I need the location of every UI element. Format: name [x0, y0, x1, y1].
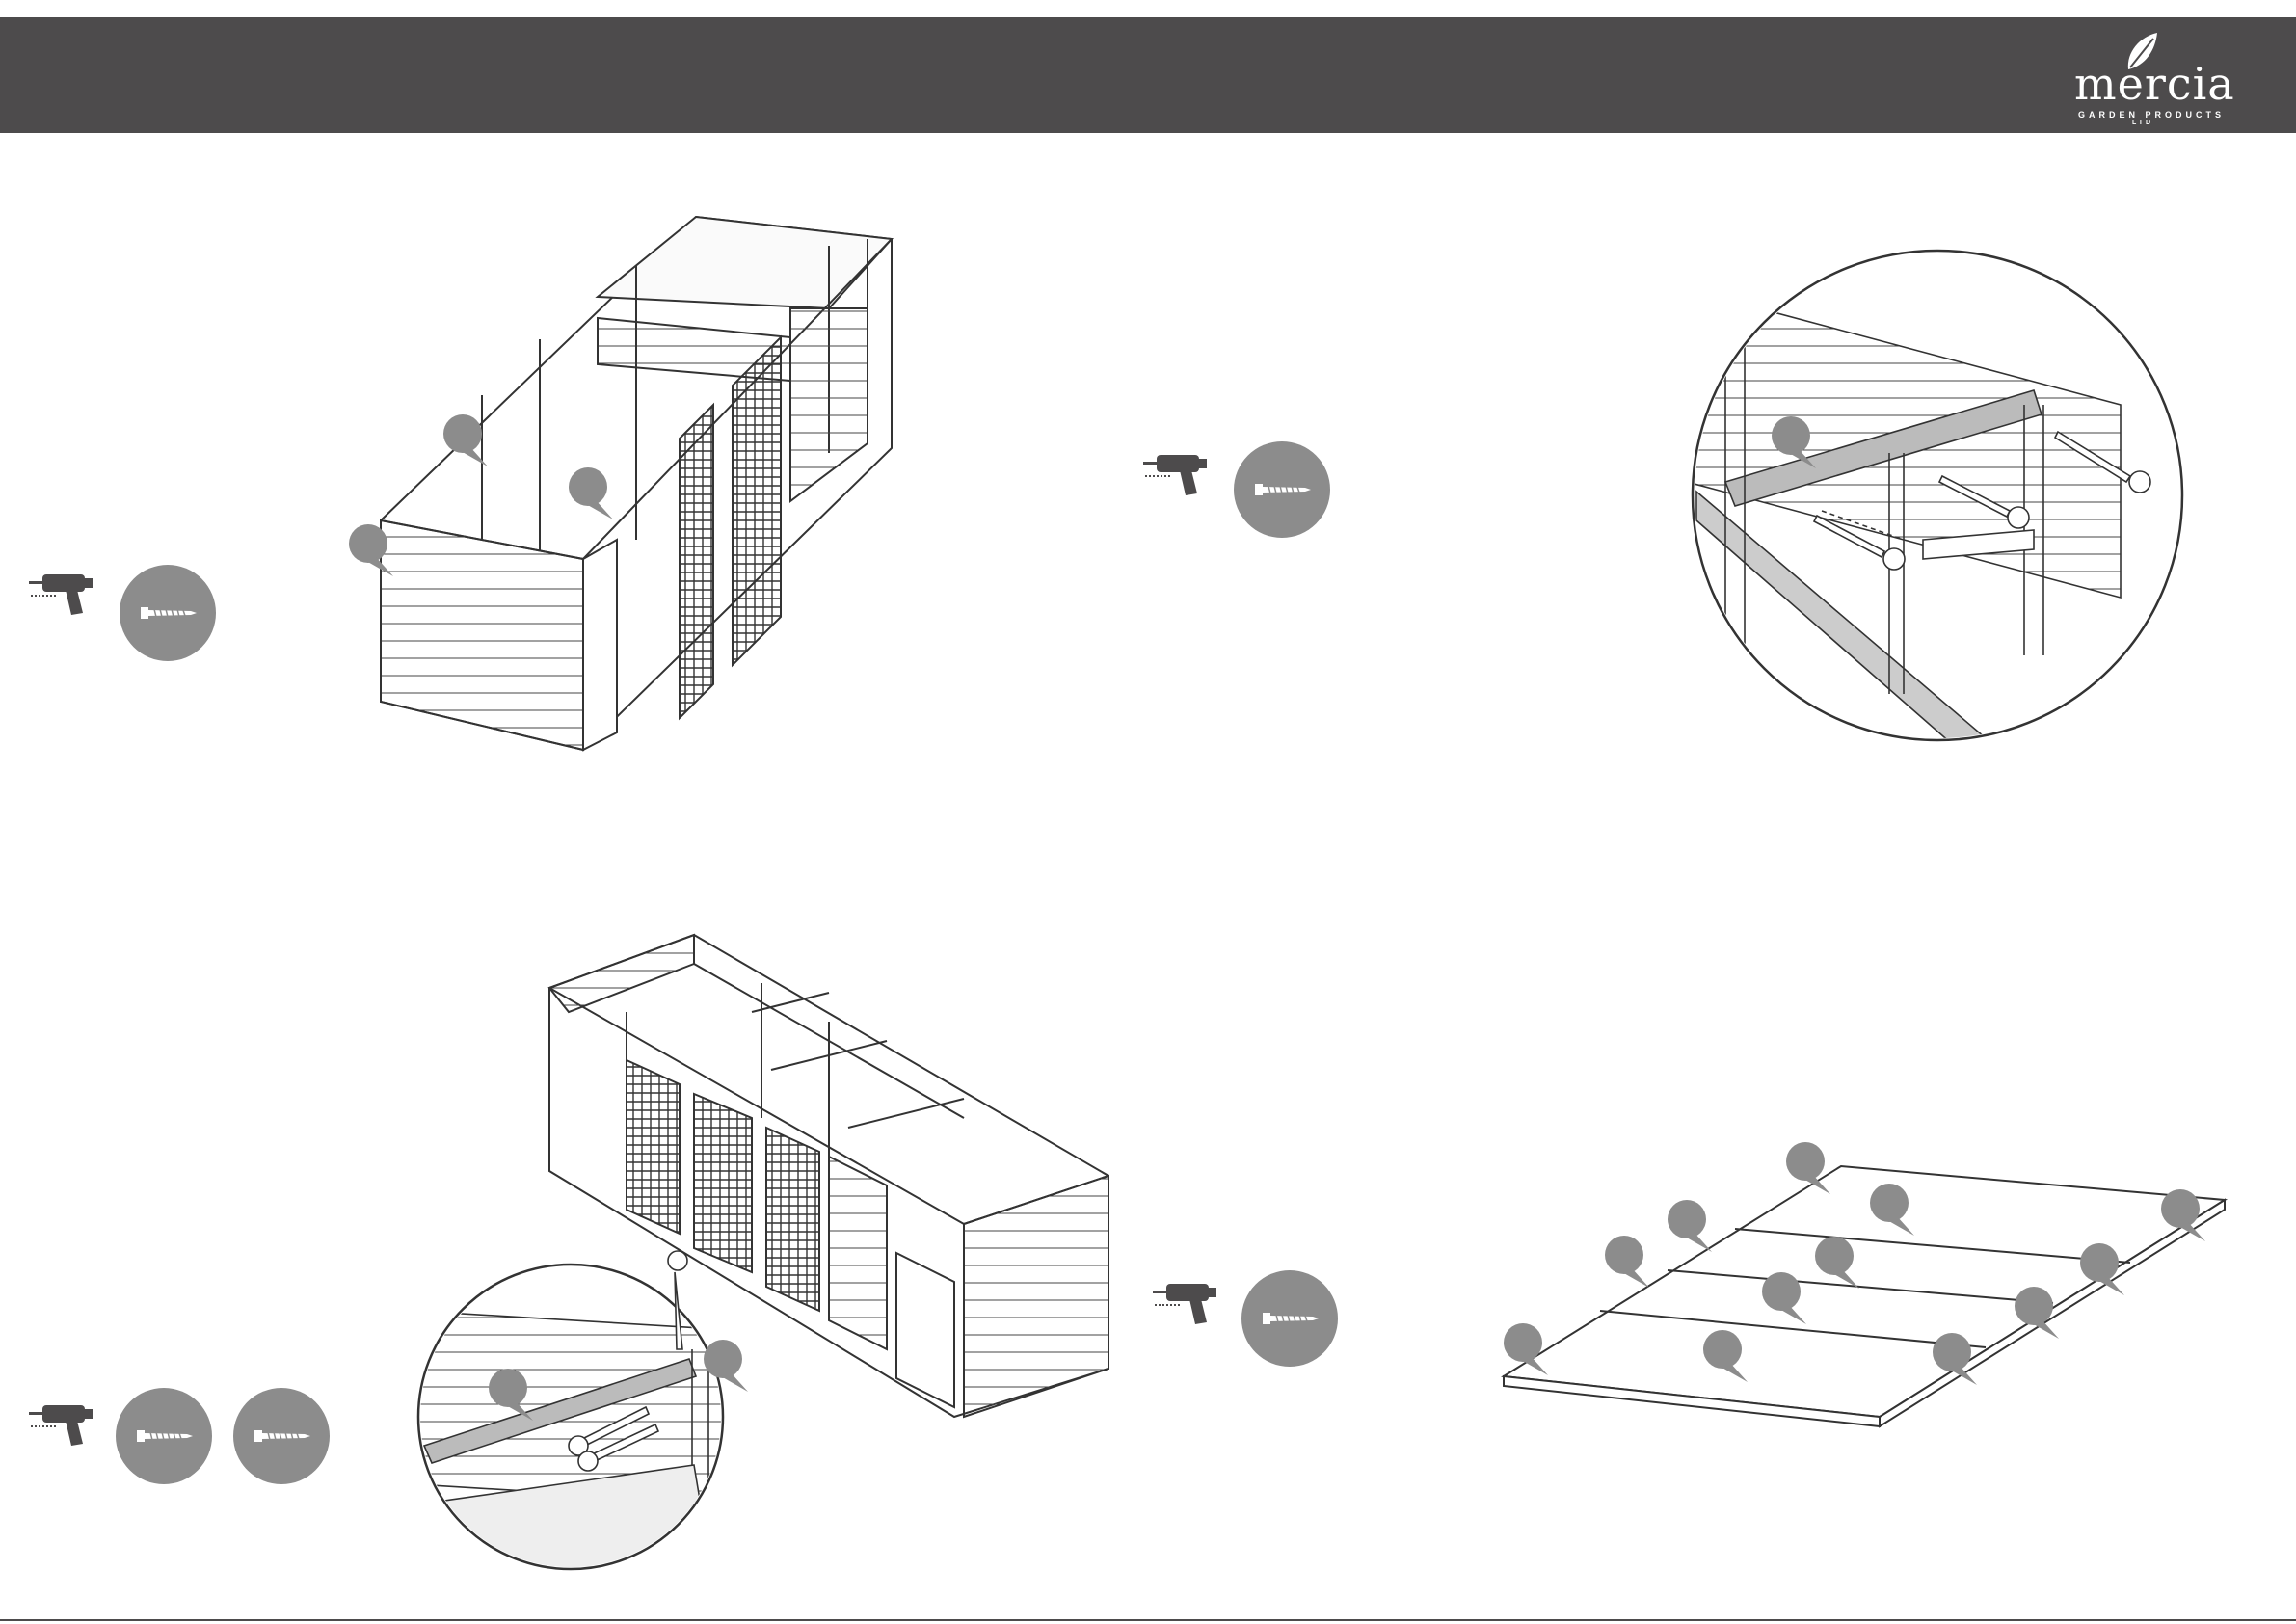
screw-icon — [116, 1388, 212, 1484]
step-bottom-left — [29, 935, 1108, 1590]
screw-icon — [1241, 1270, 1338, 1367]
screw-icon — [120, 565, 216, 661]
step-top-left — [29, 217, 892, 750]
floor-panel — [1504, 1166, 2225, 1426]
step-top-right — [1143, 251, 2182, 790]
screw-icon — [233, 1388, 330, 1484]
drill-icon — [29, 574, 93, 615]
detail-zoom-circle — [1687, 251, 2182, 790]
drill-icon — [29, 1405, 93, 1446]
step-bottom-right — [1153, 1142, 2225, 1426]
callout-marker — [1605, 1236, 1649, 1288]
callout-marker — [1668, 1200, 1712, 1252]
drill-icon — [1143, 455, 1207, 495]
footer-rule — [0, 1619, 2296, 1621]
frame-structure — [381, 217, 892, 750]
detail-zoom-circle — [414, 1251, 748, 1590]
screw-icon — [1234, 441, 1330, 538]
drill-icon — [1153, 1284, 1216, 1324]
